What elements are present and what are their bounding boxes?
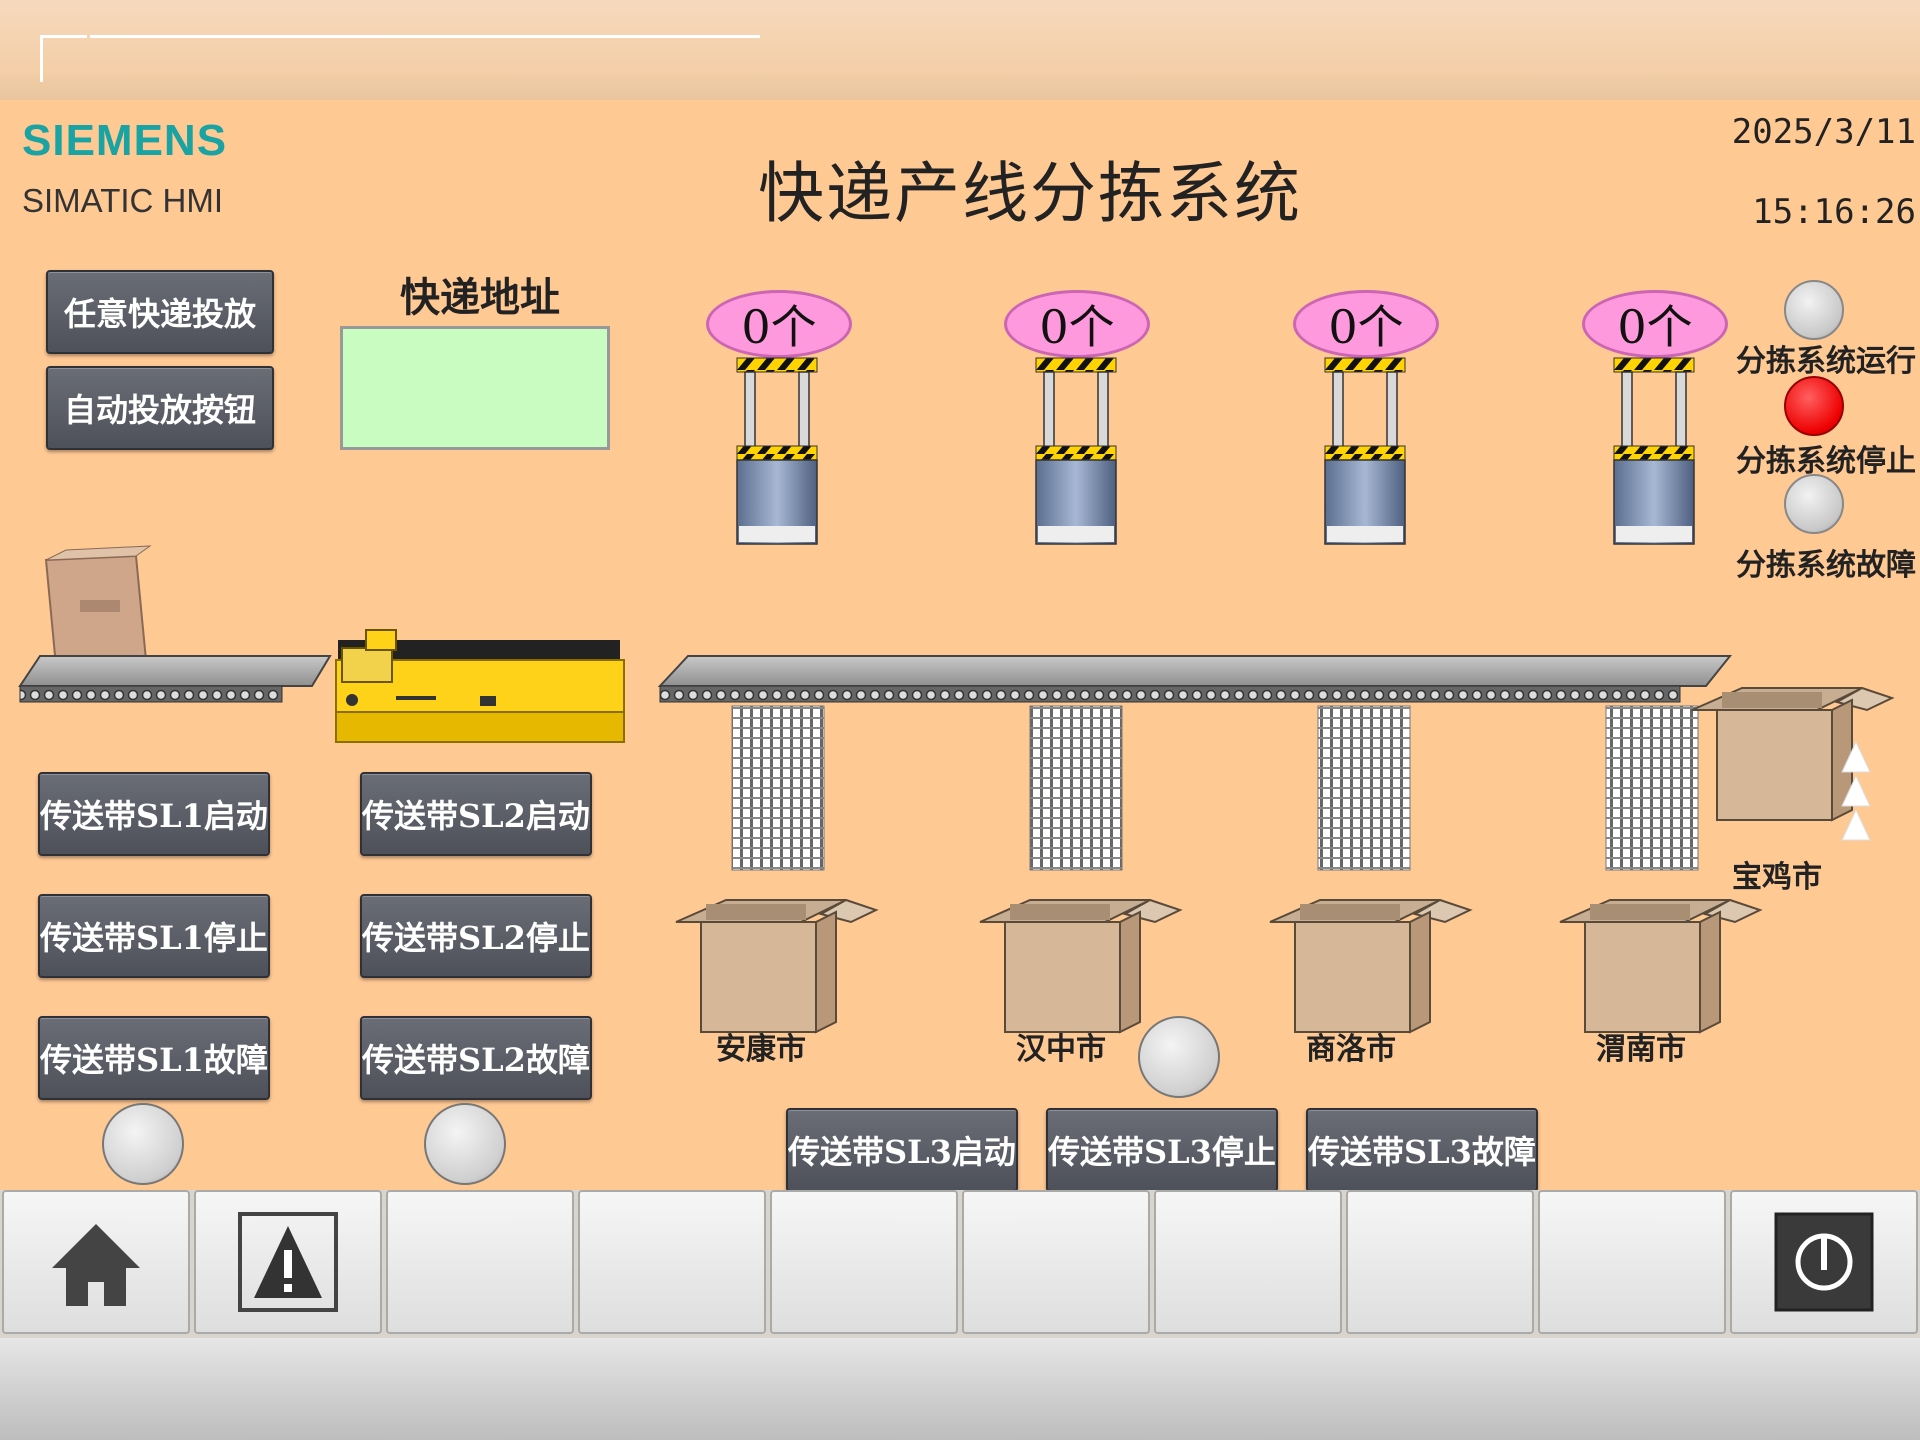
lamp-fault	[1784, 474, 1844, 534]
sl1-start-button[interactable]: 传送带SL1启动	[38, 772, 270, 856]
label-stopped: 分拣系统停止	[1736, 444, 1916, 479]
sl3-fault-button[interactable]: 传送带SL3故障	[1306, 1108, 1538, 1190]
sl2-fault-button[interactable]: 传送带SL2故障	[360, 1016, 592, 1100]
bezel-line	[90, 35, 760, 38]
time-display: 15:16:26	[1752, 192, 1916, 232]
scanner-machine	[335, 629, 625, 743]
function-key-8[interactable]	[1346, 1190, 1534, 1334]
date-display: 2025/3/11	[1731, 112, 1916, 152]
conveyor-sl1	[18, 655, 332, 703]
chute-2	[1029, 705, 1123, 871]
chute-4	[1605, 705, 1699, 871]
city-label-ankang: 安康市	[716, 1032, 806, 1067]
sl3-fault-indicator	[1138, 1016, 1220, 1098]
sl1-fault-indicator	[102, 1103, 184, 1185]
function-key-6[interactable]	[962, 1190, 1150, 1334]
product-name: SIMATIC HMI	[22, 182, 224, 219]
box-weinan	[1559, 899, 1761, 1033]
sl2-start-button[interactable]: 传送带SL2启动	[360, 772, 592, 856]
counter-2: 0个	[1004, 290, 1150, 358]
function-key-power[interactable]	[1730, 1190, 1918, 1334]
sl1-stop-button[interactable]: 传送带SL1停止	[38, 894, 270, 978]
top-bezel	[0, 0, 1920, 100]
auto-drop-button[interactable]: 自动投放按钮	[46, 366, 274, 450]
address-label: 快递地址	[400, 274, 560, 321]
conveyor-sl3	[657, 655, 1733, 703]
page-title: 快递产线分拣系统	[758, 155, 1302, 232]
lamp-running	[1784, 280, 1844, 340]
chute-1	[731, 705, 825, 871]
function-key-alarm[interactable]	[194, 1190, 382, 1334]
function-key-7[interactable]	[1154, 1190, 1342, 1334]
hmi-screen: SIEMENS SIMATIC HMI 快递产线分拣系统 2025/3/11 1…	[0, 100, 1920, 1190]
arrow-up-icon	[1841, 740, 1871, 841]
box-hanzhong	[979, 899, 1181, 1033]
home-icon	[52, 1224, 140, 1306]
address-field[interactable]	[340, 326, 610, 450]
brand-logo: SIEMENS	[22, 116, 228, 165]
box-shangluo	[1269, 899, 1471, 1033]
sl2-stop-button[interactable]: 传送带SL2停止	[360, 894, 592, 978]
function-key-5[interactable]	[770, 1190, 958, 1334]
bottom-bezel	[0, 1338, 1920, 1440]
bezel-corner	[40, 35, 87, 82]
sl3-stop-button[interactable]: 传送带SL3停止	[1046, 1108, 1278, 1190]
function-key-9[interactable]	[1538, 1190, 1726, 1334]
power-icon	[1774, 1212, 1874, 1312]
lamp-stopped	[1784, 376, 1844, 436]
sl2-fault-indicator	[424, 1103, 506, 1185]
pusher-3	[1324, 357, 1406, 545]
function-key-4[interactable]	[578, 1190, 766, 1334]
label-running: 分拣系统运行	[1736, 344, 1916, 379]
process-graphic	[18, 357, 1893, 1033]
sl3-start-button[interactable]: 传送带SL3启动	[786, 1108, 1018, 1190]
function-key-home[interactable]	[2, 1190, 190, 1334]
pusher-4	[1613, 357, 1695, 545]
pusher-2	[1035, 357, 1117, 545]
city-label-shangluo: 商洛市	[1306, 1032, 1396, 1067]
chute-3	[1317, 705, 1411, 871]
random-drop-button[interactable]: 任意快递投放	[46, 270, 274, 354]
function-key-3[interactable]	[386, 1190, 574, 1334]
sl1-fault-button[interactable]: 传送带SL1故障	[38, 1016, 270, 1100]
counter-1: 0个	[706, 290, 852, 358]
city-label-hanzhong: 汉中市	[1016, 1032, 1106, 1067]
box-ankang	[675, 899, 877, 1033]
pusher-1	[736, 357, 818, 545]
alarm-icon	[238, 1212, 338, 1312]
label-fault: 分拣系统故障	[1736, 548, 1916, 583]
city-label-baoji: 宝鸡市	[1732, 860, 1822, 895]
counter-3: 0个	[1293, 290, 1439, 358]
counter-4: 0个	[1582, 290, 1728, 358]
city-label-weinan: 渭南市	[1596, 1032, 1686, 1067]
parcel-box	[44, 545, 152, 668]
